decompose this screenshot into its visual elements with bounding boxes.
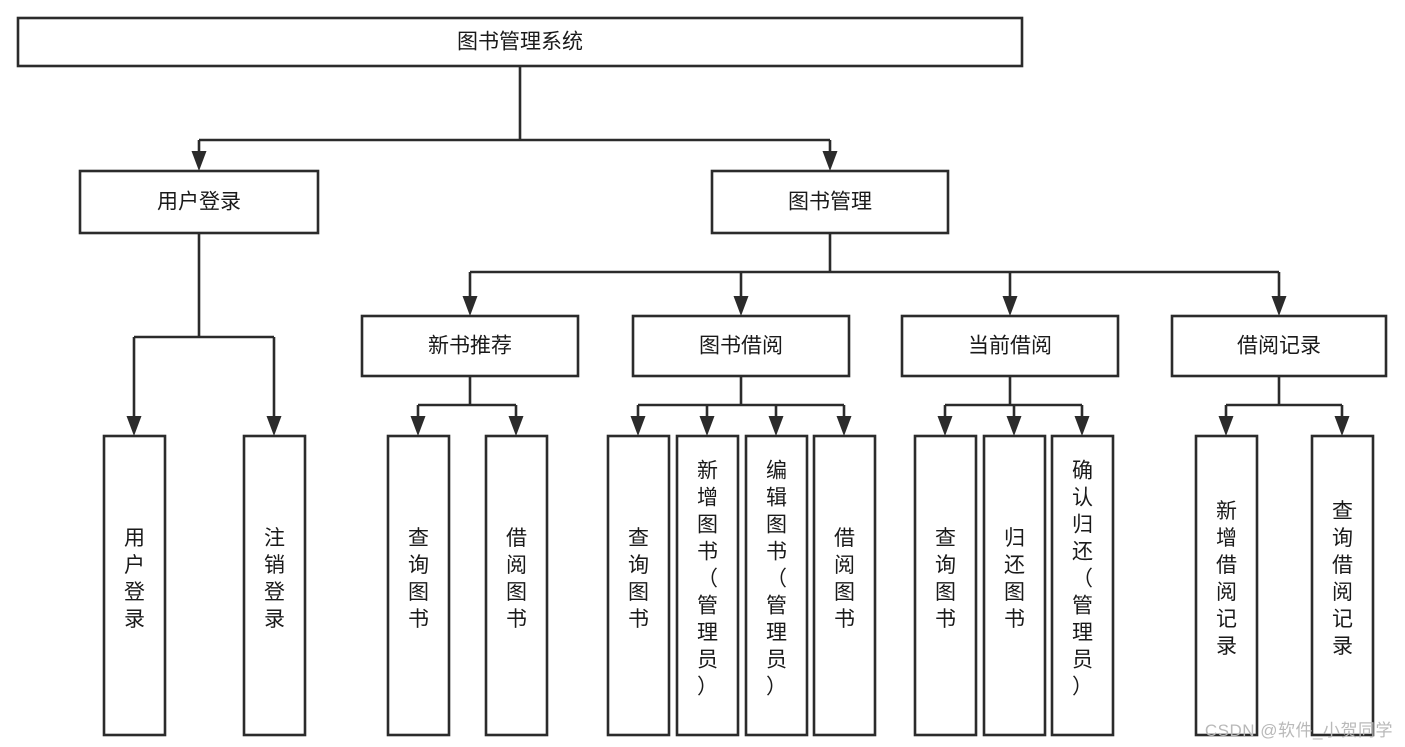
node-label: 借阅图书 (834, 527, 855, 631)
node-box[interactable] (360, 314, 580, 378)
arrow-head-icon (836, 416, 852, 436)
arrow-head-icon (1002, 296, 1018, 316)
node-label: 查询图书 (628, 527, 649, 631)
connector-group (462, 233, 1287, 316)
arrow-head-icon (1334, 416, 1350, 436)
node-leaf-query-book-2[interactable]: 查询图书 (606, 434, 671, 737)
connector-group (126, 233, 282, 436)
arrow-head-icon (410, 416, 426, 436)
connector-group (410, 376, 524, 436)
arrow-head-icon (822, 151, 838, 171)
arrow-head-icon (1074, 416, 1090, 436)
node-root[interactable]: 图书管理系统 (16, 16, 1024, 68)
node-leaf-return-book[interactable]: 归还图书 (982, 434, 1047, 737)
node-label: 图书借阅 (699, 335, 783, 358)
node-label: 图书管理系统 (457, 31, 583, 54)
node-book-manage[interactable]: 图书管理 (710, 169, 950, 235)
node-label: 当前借阅 (968, 335, 1052, 358)
node-label: 查询图书 (935, 527, 956, 631)
node-label: 图书管理 (788, 191, 872, 214)
connector-group (937, 376, 1090, 436)
node-label: 注销登录 (264, 527, 285, 631)
node-box[interactable] (606, 434, 671, 737)
arrow-head-icon (126, 416, 142, 436)
node-leaf-query-record[interactable]: 查询借阅记录 (1310, 434, 1375, 737)
node-label: 查询图书 (408, 527, 429, 631)
node-box[interactable] (484, 434, 549, 737)
node-leaf-add-record[interactable]: 新增借阅记录 (1194, 434, 1259, 737)
node-box[interactable] (102, 434, 167, 737)
node-user-login[interactable]: 用户登录 (78, 169, 320, 235)
node-label: 新增图书（管理员） (697, 460, 718, 699)
arrow-head-icon (630, 416, 646, 436)
node-label: 借阅记录 (1237, 335, 1321, 358)
node-label: 借阅图书 (506, 527, 527, 631)
node-box[interactable] (1194, 434, 1259, 737)
node-box[interactable] (913, 434, 978, 737)
node-box[interactable] (1170, 314, 1388, 378)
node-leaf-borrow-book-2[interactable]: 借阅图书 (812, 434, 877, 737)
node-label: 归还图书 (1004, 527, 1025, 631)
node-label: 用户登录 (157, 191, 241, 214)
node-label: 新书推荐 (428, 335, 512, 358)
arrow-head-icon (733, 296, 749, 316)
node-box[interactable] (744, 434, 809, 737)
node-borrow-record[interactable]: 借阅记录 (1170, 314, 1388, 378)
node-leaf-query-book-3[interactable]: 查询图书 (913, 434, 978, 737)
node-box[interactable] (1310, 434, 1375, 737)
node-new-book-rec[interactable]: 新书推荐 (360, 314, 580, 378)
node-box[interactable] (982, 434, 1047, 737)
connector-group (630, 376, 852, 436)
node-leaf-user-login[interactable]: 用户登录 (102, 434, 167, 737)
connector-group (191, 66, 838, 171)
arrow-head-icon (937, 416, 953, 436)
node-label: 查询借阅记录 (1332, 500, 1353, 658)
node-leaf-borrow-book-1[interactable]: 借阅图书 (484, 434, 549, 737)
arrow-head-icon (1218, 416, 1234, 436)
node-leaf-logout[interactable]: 注销登录 (242, 434, 307, 737)
node-layer: 图书管理系统用户登录图书管理新书推荐图书借阅当前借阅借阅记录用户登录注销登录查询… (16, 16, 1388, 737)
node-box[interactable] (1050, 434, 1115, 737)
node-box[interactable] (710, 169, 950, 235)
arrow-head-icon (462, 296, 478, 316)
arrow-head-icon (1006, 416, 1022, 436)
connector-layer (126, 66, 1350, 436)
node-box[interactable] (386, 434, 451, 737)
node-current-borrow[interactable]: 当前借阅 (900, 314, 1120, 378)
node-leaf-query-book-1[interactable]: 查询图书 (386, 434, 451, 737)
connector-group (1218, 376, 1350, 436)
node-label: 新增借阅记录 (1216, 500, 1237, 658)
node-book-borrow[interactable]: 图书借阅 (631, 314, 851, 378)
arrow-head-icon (508, 416, 524, 436)
node-label: 用户登录 (124, 527, 145, 631)
arrow-head-icon (699, 416, 715, 436)
watermark-label: CSDN @软件_小贺同学 (1204, 721, 1393, 740)
node-box[interactable] (78, 169, 320, 235)
arrow-head-icon (768, 416, 784, 436)
node-leaf-edit-book[interactable]: 编辑图书（管理员） (744, 434, 809, 737)
node-label: 确认归还（管理员） (1072, 460, 1093, 699)
node-label: 编辑图书（管理员） (766, 460, 787, 699)
node-box[interactable] (242, 434, 307, 737)
arrow-head-icon (266, 416, 282, 436)
node-leaf-confirm-return[interactable]: 确认归还（管理员） (1050, 434, 1115, 737)
node-box[interactable] (631, 314, 851, 378)
node-box[interactable] (900, 314, 1120, 378)
arrow-head-icon (191, 151, 207, 171)
node-box[interactable] (675, 434, 740, 737)
arrow-head-icon (1271, 296, 1287, 316)
node-box[interactable] (16, 16, 1024, 68)
node-leaf-add-book[interactable]: 新增图书（管理员） (675, 434, 740, 737)
node-box[interactable] (812, 434, 877, 737)
